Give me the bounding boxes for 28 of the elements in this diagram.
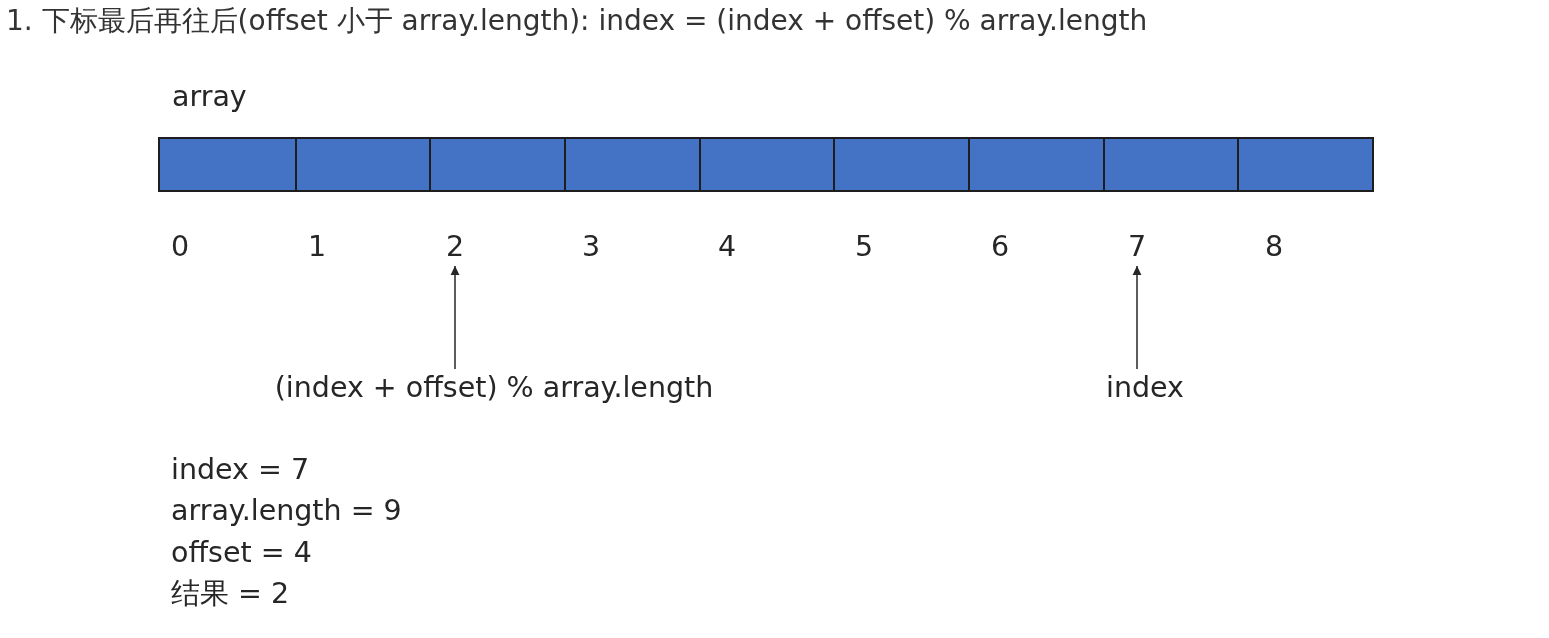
index-number: 3	[581, 229, 601, 265]
index-number: 5	[854, 229, 874, 265]
array-cell	[429, 139, 564, 190]
array-cell	[968, 139, 1103, 190]
index-number: 2	[445, 229, 465, 265]
index-number: 4	[717, 229, 737, 265]
arrow	[1132, 265, 1142, 370]
formula-label: (index + offset) % array.length	[274, 370, 714, 406]
index-number: 0	[170, 229, 190, 265]
index-number: 8	[1264, 229, 1284, 265]
array-cell	[160, 139, 295, 190]
array-cell	[295, 139, 429, 190]
index-number: 6	[990, 229, 1010, 265]
array-cell	[564, 139, 699, 190]
heading-text: 1. 下标最后再往后(offset 小于 array.length): index = (index + offset) % array.length	[6, 4, 1148, 38]
arrow	[450, 265, 460, 370]
array-cell	[833, 139, 968, 190]
array-cell	[1103, 139, 1237, 190]
note-text: offset = 4	[171, 535, 312, 570]
index-number: 7	[1127, 229, 1147, 265]
index-number: 1	[307, 229, 327, 265]
array-label: array	[172, 80, 247, 115]
note-text: index = 7	[171, 453, 310, 488]
array-cell	[1237, 139, 1372, 190]
array-cell	[699, 139, 833, 190]
note-text: array.length = 9	[171, 494, 402, 529]
note-text: 结果 = 2	[171, 576, 290, 612]
pointer-label: index	[1106, 370, 1184, 406]
